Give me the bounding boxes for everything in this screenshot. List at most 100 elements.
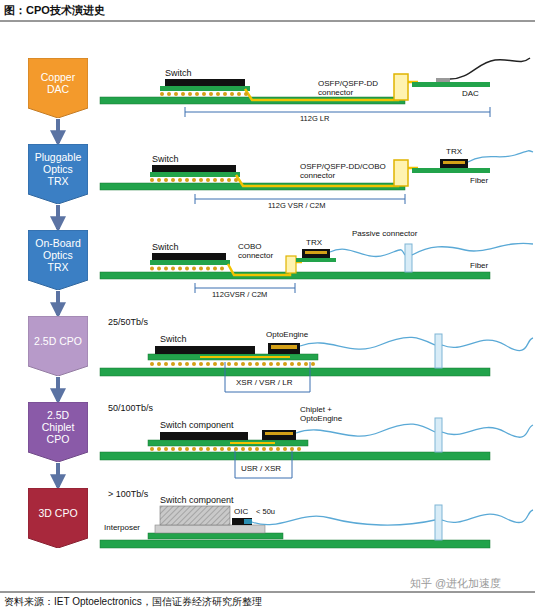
part-label: XSR / VSR / LR [236,378,292,387]
caption-rule [0,592,535,593]
part-label: 112GVSR / C2M [212,291,267,300]
switch-package [150,260,230,265]
solder-ball [199,178,203,182]
stage-connector [56,119,60,143]
stage-arrow: 2.5D CPO [28,316,88,376]
stage-label: On-Board Optics TRX [32,237,84,273]
solder-ball [150,447,154,451]
solder-ball [206,362,210,366]
solder-ball [157,447,161,451]
solder-ball [157,178,161,182]
stage-arrow: 2.5D Chiplet CPO [28,402,88,462]
part-label: OSFP/QSFP-DD connector [318,79,388,97]
solder-ball [178,447,182,451]
solder-ball [199,267,203,271]
stage-text-wrap: 2.5D CPO [28,316,88,347]
fiber [412,243,533,255]
solder-ball [157,362,161,366]
solder-ball [192,447,196,451]
pluggable-row [100,151,533,204]
part-label: < 50u [256,508,275,517]
substrate [148,354,318,360]
switch-chip [165,79,245,86]
pcb-board [100,368,490,376]
part-label: Interposer [104,523,140,532]
stage-label: 3D CPO [32,507,84,519]
stage-label: 2.5D CPO [32,335,84,347]
solder-ball [248,362,252,366]
reach-tick [310,362,311,392]
solder-ball [276,447,280,451]
reach-line [225,392,310,393]
solder-ball [241,362,245,366]
solder-ball [206,267,210,271]
stage-label: Pluggable Optics TRX [32,151,84,187]
oic-optical [244,519,252,524]
solder-ball [174,92,178,96]
solder-ball [171,447,175,451]
reach-tick [185,107,186,117]
solder-ball [227,362,231,366]
figure-title: 图：CPO技术演进史 [4,4,105,17]
part-label: OIC [234,507,248,516]
fiber [442,510,533,523]
switch-package [150,172,240,177]
solder-ball [269,447,273,451]
solder-ball [171,267,175,271]
solder-balls [150,92,315,451]
solder-ball [206,447,210,451]
solder-ball [192,267,196,271]
stage-fill [28,316,88,376]
transceiver-strip [443,161,465,164]
passive-connector [435,418,442,452]
stage-fill [28,230,88,290]
solder-ball [216,92,220,96]
solder-ball [297,362,301,366]
stage-connector [56,377,60,401]
solder-ball [223,92,227,96]
solder-ball [213,447,217,451]
solder-ball [192,178,196,182]
solder-ball [248,447,252,451]
substrate [148,533,283,539]
pcb-board [100,540,490,548]
stage-fill [28,402,88,462]
dac-cable [450,58,530,79]
pcb-board [100,452,490,460]
reach-line [195,199,405,200]
reach-line [185,112,490,113]
solder-ball [283,362,287,366]
solder-ball [209,92,213,96]
solder-ball [255,362,259,366]
stage-text-wrap: Copper DAC [28,58,88,95]
reach-line [235,478,292,479]
solder-ball [202,92,206,96]
solder-ball [241,447,245,451]
electrical-trace [230,442,275,444]
dac-plug [436,78,450,82]
fiber [330,249,405,256]
solder-ball [234,178,238,182]
part-label: OptoEngine [266,330,308,339]
fiber [442,425,533,437]
solder-ball [311,362,315,366]
fiber [300,337,435,349]
part-label: > 100Tb/s [108,489,148,499]
solder-ball [297,447,301,451]
part-label: Switch component [160,495,234,505]
switch-chip [155,346,255,354]
solder-ball [304,362,308,366]
solder-ball [220,447,224,451]
solder-ball [164,267,168,271]
part-label: Fiber [470,261,488,270]
solder-ball [188,92,192,96]
part-label: Switch [165,68,192,78]
switch-chip [160,432,248,440]
passive-connector [435,505,442,540]
part-label: Switch [160,334,187,344]
stage-arrow: Pluggable Optics TRX [28,144,88,204]
stage-text-wrap: 2.5D Chiplet CPO [28,402,88,445]
solder-ball [230,92,234,96]
module-board [412,168,490,173]
